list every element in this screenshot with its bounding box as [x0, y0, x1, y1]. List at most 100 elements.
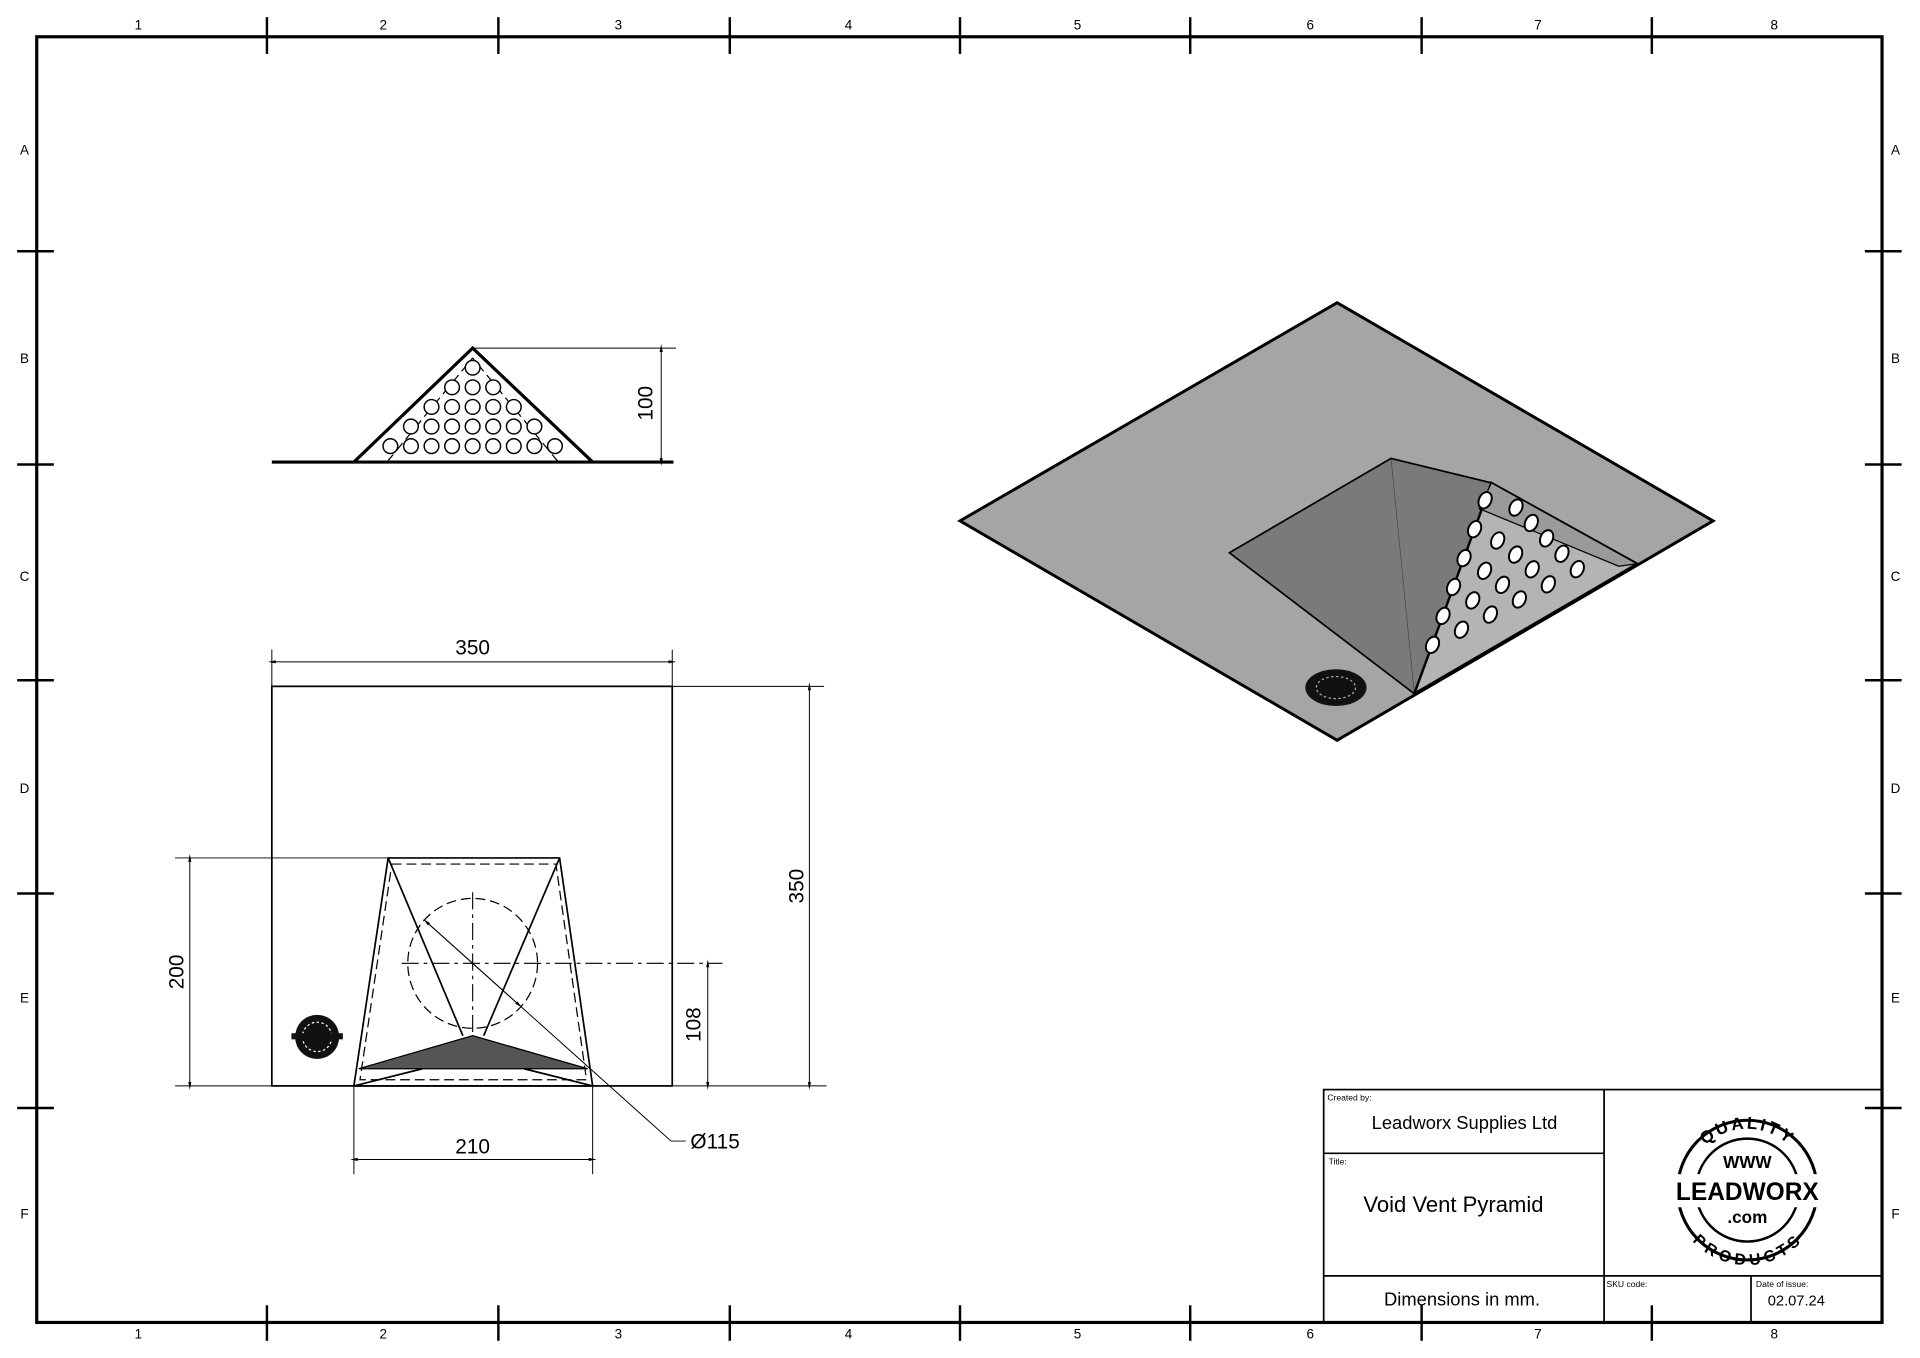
- vent-hole: [1476, 561, 1493, 580]
- title-block: Created by: Leadworx Supplies Ltd Title:…: [1322, 1088, 1883, 1324]
- vent-hole: [546, 438, 564, 455]
- leadworx-mini-logo: [1305, 669, 1367, 706]
- vent-hole: [526, 438, 543, 455]
- title-label: Title:: [1329, 1156, 1347, 1166]
- vent-hole: [1445, 577, 1462, 597]
- row-label: A: [20, 142, 29, 157]
- vent-hole: [1554, 544, 1570, 563]
- row-label: D: [1891, 781, 1901, 796]
- vent-hole: [464, 438, 481, 455]
- row-label: C: [1891, 569, 1901, 584]
- vent-hole: [464, 418, 481, 435]
- drawing-border: [35, 35, 1884, 1325]
- vent-hole: [1540, 575, 1556, 594]
- row-label: A: [1891, 142, 1900, 157]
- column-labels-top: 1 2 3 4 5 6 7 8: [135, 17, 1778, 32]
- vent-hole: [1494, 575, 1511, 595]
- leadworx-mini-logo: [291, 1014, 343, 1059]
- vent-hole: [444, 379, 461, 396]
- vent-hole: [1456, 548, 1472, 568]
- row-label: E: [20, 991, 29, 1006]
- col-label: 6: [1306, 1326, 1313, 1341]
- row-label: F: [20, 1206, 28, 1221]
- dim-vent-offset: 108: [682, 1007, 705, 1042]
- top-view: 350 350 200 108 210 Ø115: [166, 636, 827, 1175]
- col-label: 4: [845, 17, 853, 32]
- dim-height: 100: [635, 386, 658, 421]
- col-label: 3: [615, 1326, 622, 1341]
- svg-text:QUALITY: QUALITY: [1696, 1112, 1799, 1148]
- col-label: 5: [1074, 1326, 1081, 1341]
- vent-hole: [444, 438, 461, 455]
- logo-brand: LEADWORX: [1676, 1179, 1820, 1206]
- logo-com: .com: [1727, 1207, 1767, 1227]
- vent-hole: [1539, 529, 1555, 548]
- vent-hole: [382, 438, 399, 455]
- row-label: E: [1891, 991, 1900, 1006]
- vent-hole: [505, 418, 522, 435]
- date-value: 02.07.24: [1768, 1293, 1825, 1309]
- sku-label: SKU code:: [1607, 1279, 1648, 1289]
- vent-hole: [1507, 545, 1524, 564]
- vent-holes: [382, 359, 564, 455]
- date-label: Date of issue:: [1756, 1279, 1808, 1289]
- vent-hole: [1490, 531, 1506, 550]
- vent-hole: [505, 438, 522, 455]
- units-note: Dimensions in mm.: [1384, 1288, 1540, 1309]
- vent-hole: [402, 418, 420, 435]
- vent-hole: [505, 398, 522, 415]
- dim-base-height: 200: [166, 955, 189, 990]
- vent-hole: [1477, 491, 1493, 510]
- vent-hole: [1482, 605, 1499, 624]
- col-label: 6: [1306, 17, 1313, 32]
- vent-hole: [1435, 606, 1451, 626]
- row-label: B: [20, 351, 29, 366]
- logo-quality: QUALITY: [1696, 1112, 1797, 1148]
- vent-hole: [444, 398, 461, 415]
- col-label: 1: [135, 1326, 142, 1341]
- vent-hole: [464, 379, 481, 396]
- vent-hole: [1524, 560, 1540, 579]
- col-label: 8: [1771, 1326, 1778, 1341]
- vent-hole: [444, 418, 461, 435]
- vent-hole: [1523, 513, 1539, 533]
- vent-hole: [1424, 635, 1441, 655]
- row-label: D: [20, 781, 30, 796]
- vent-hole: [464, 359, 481, 376]
- side-view: 100: [271, 344, 676, 466]
- vent-hole: [485, 398, 502, 415]
- row-labels-right: A B C D E F: [1891, 142, 1901, 1221]
- vent-hole: [485, 379, 502, 396]
- dim-width: 350: [455, 636, 490, 659]
- col-label: 3: [615, 17, 622, 32]
- logo-products: PRODUCTS: [1689, 1232, 1803, 1270]
- col-label: 4: [845, 1326, 853, 1341]
- created-by-value: Leadworx Supplies Ltd: [1372, 1112, 1558, 1133]
- perforated-face-hatch: [358, 1035, 588, 1070]
- grid-ticks: [17, 17, 1902, 1341]
- isometric-view: [957, 301, 1716, 742]
- vent-hole: [1569, 559, 1585, 579]
- dim-vent-diameter: Ø115: [690, 1130, 739, 1153]
- vent-hole: [1466, 519, 1483, 539]
- created-by-label: Created by:: [1327, 1093, 1371, 1103]
- vent-holes: [1424, 491, 1585, 655]
- column-labels-bottom: 1 2 3 4 5 6 7 8: [135, 1326, 1778, 1341]
- vent-hole: [485, 438, 502, 455]
- drawing-title: Void Vent Pyramid: [1363, 1192, 1543, 1217]
- vent-hole: [423, 438, 440, 455]
- vent-hole: [1465, 591, 1481, 610]
- vent-hole: [526, 418, 543, 435]
- vent-hole: [485, 418, 502, 435]
- vent-hole: [464, 398, 481, 415]
- dim-depth: 350: [785, 869, 808, 904]
- col-label: 2: [380, 1326, 387, 1341]
- col-label: 1: [135, 17, 142, 32]
- row-label: B: [1891, 351, 1900, 366]
- logo-www: WWW: [1723, 1152, 1772, 1172]
- svg-text:PRODUCTS: PRODUCTS: [1689, 1232, 1805, 1270]
- vent-hole: [402, 438, 420, 455]
- row-label: F: [1891, 1206, 1899, 1221]
- col-label: 5: [1074, 17, 1081, 32]
